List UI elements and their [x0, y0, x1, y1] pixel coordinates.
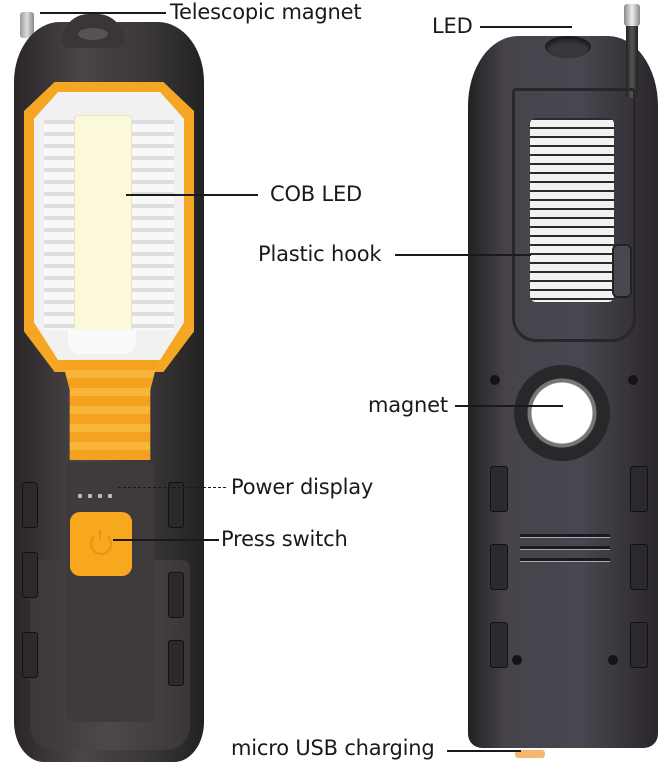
battery-level-dot: [78, 494, 82, 498]
callout-line-micro-usb: [447, 750, 521, 752]
callout-line-magnet: [455, 405, 563, 407]
battery-level-dot: [88, 494, 92, 498]
orange-neck-grip: [62, 360, 158, 460]
power-icon: [90, 530, 112, 555]
top-led: [545, 36, 591, 58]
side-grip-clip: [630, 622, 648, 668]
cob-led-base: [68, 330, 136, 354]
front-top-recess: [78, 28, 108, 40]
callout-line-cob-led: [126, 194, 258, 196]
vent-slot: [520, 534, 610, 538]
label-magnet: magnet: [368, 393, 448, 417]
telescopic-magnet-tip: [624, 4, 640, 26]
callout-line-power-display: [118, 487, 226, 488]
callout-line-telescopic-magnet: [40, 12, 166, 14]
side-grip-clip: [630, 466, 648, 512]
callout-line-press-switch: [113, 539, 219, 541]
telescopic-antenna: [626, 8, 638, 98]
handle-panel: [66, 462, 154, 722]
battery-level-dot: [108, 494, 112, 498]
side-grip-clip: [168, 572, 184, 618]
callout-line-plastic-hook: [395, 254, 531, 256]
side-grip-clip: [22, 632, 38, 678]
screw-icon: [628, 375, 638, 385]
vent-slot: [520, 546, 610, 550]
rear-grille: [530, 118, 614, 302]
side-grip-clip: [168, 482, 184, 528]
label-power-display: Power display: [231, 475, 374, 499]
rear-magnet: [514, 365, 610, 461]
label-led: LED: [432, 14, 473, 38]
plastic-hook-outline: [512, 88, 636, 342]
power-display-leds: [78, 483, 118, 502]
telescopic-magnet-rod: [20, 12, 34, 38]
side-grip-clip: [630, 544, 648, 590]
side-grip-clip: [490, 622, 508, 668]
screw-icon: [512, 655, 522, 665]
screw-icon: [608, 655, 618, 665]
vent-slot: [520, 558, 610, 562]
cob-led-strip: [74, 115, 132, 339]
plastic-hook-tip: [612, 244, 632, 298]
label-telescopic-magnet: Telescopic magnet: [170, 0, 362, 24]
label-plastic-hook: Plastic hook: [258, 242, 382, 266]
press-switch-button: [70, 512, 132, 576]
side-grip-clip: [490, 466, 508, 512]
callout-line-led: [480, 26, 572, 28]
battery-level-dot: [98, 494, 102, 498]
screw-icon: [490, 375, 500, 385]
label-micro-usb-charging: micro USB charging: [231, 736, 435, 760]
micro-usb-port: [515, 750, 545, 758]
side-grip-clip: [22, 482, 38, 528]
side-grip-clip: [22, 552, 38, 598]
side-grip-clip: [490, 544, 508, 590]
label-press-switch: Press switch: [221, 527, 348, 551]
side-grip-clip: [168, 640, 184, 686]
label-cob-led: COB LED: [270, 182, 363, 206]
